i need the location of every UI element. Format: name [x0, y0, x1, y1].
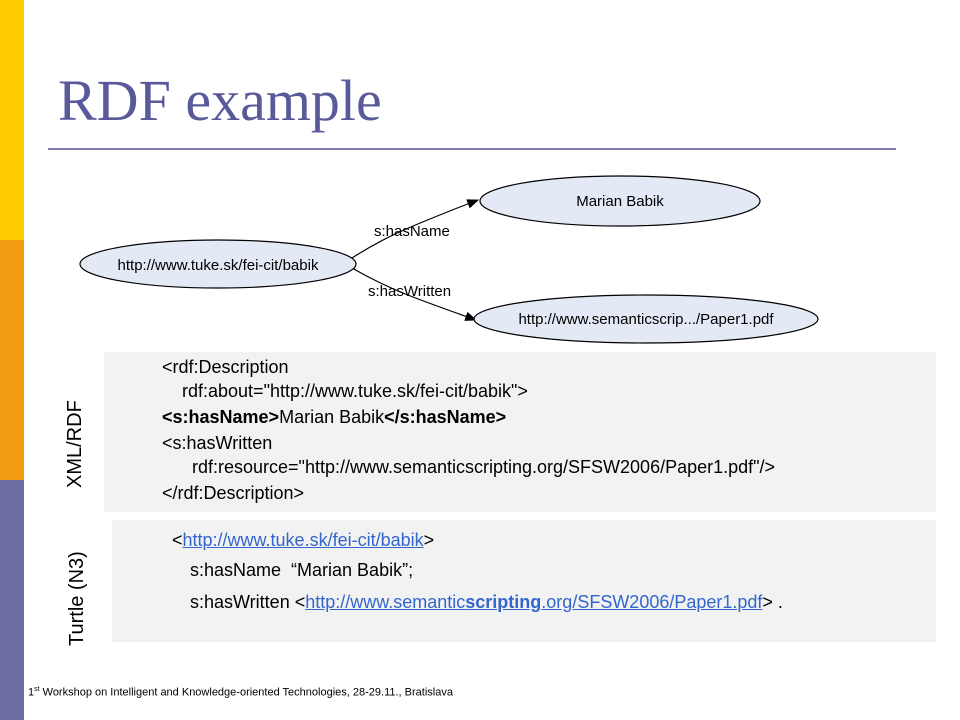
sidebar-yellow-block — [0, 0, 24, 240]
footer-number: 1 — [28, 686, 35, 699]
edge-has-written — [351, 267, 478, 321]
edge-has-name-label: s:hasName — [374, 223, 450, 240]
turtle-paper-link[interactable]: http://www.semanticscripting.org/SFSW200… — [305, 592, 762, 612]
xml-line-1: <rdf:Description — [162, 357, 289, 377]
turtle-panel — [112, 520, 936, 642]
turtle-subject-link[interactable]: http://www.tuke.sk/fei-cit/babik — [182, 530, 424, 550]
turtle-paper-link-part-1: http://www.semantic — [305, 592, 466, 612]
turtle-lt: < — [172, 530, 183, 550]
title-underline — [48, 148, 896, 150]
slide-title: RDF example — [58, 68, 382, 133]
turtle-paper-link-part-2: scripting — [465, 592, 542, 612]
edge-has-name — [351, 199, 480, 259]
paper-node — [473, 294, 819, 344]
xml-line-4: <s:hasWritten — [162, 433, 273, 453]
xml-rdf-label: XML/RDF — [64, 400, 86, 488]
turtle-line-1: <http://www.tuke.sk/fei-cit/babik> — [172, 528, 434, 552]
turtle-line-2: s:hasName “Marian Babik”; — [190, 560, 414, 580]
name-node-label: Marian Babik — [576, 193, 664, 210]
xml-line-5: rdf:resource="http://www.semanticscripti… — [192, 457, 776, 477]
xml-line-6: </rdf:Description> — [162, 483, 305, 503]
xml-hasname-close: </s:hasName> — [384, 407, 507, 427]
turtle-paper-link-part-3: .org/SFSW2006/Paper1.pdf — [541, 592, 763, 612]
footer-superscript: st — [34, 686, 40, 693]
turtle-line-3: s:hasWritten <http://www.semanticscripti… — [190, 590, 783, 614]
sidebar-stripe — [0, 0, 24, 720]
footer-text: 1st Workshop on Intelligent and Knowledg… — [28, 686, 453, 699]
edge-has-written-label: s:hasWritten — [368, 283, 451, 300]
turtle-gt: > — [423, 530, 435, 550]
turtle-label: Turtle (N3) — [66, 551, 88, 646]
xml-line-2: rdf:about="http://www.tuke.sk/fei-cit/ba… — [182, 381, 528, 401]
name-node — [479, 175, 761, 227]
xml-hasname-text: Marian Babik — [279, 407, 385, 427]
subject-node-label: http://www.tuke.sk/fei-cit/babik — [118, 257, 319, 274]
subject-node — [79, 239, 357, 289]
sidebar-orange-block — [0, 240, 24, 480]
sidebar-blue-block — [0, 480, 24, 720]
footer-rest: Workshop on Intelligent and Knowledge-or… — [39, 686, 453, 699]
xml-hasname-open: <s:hasName> — [162, 407, 280, 427]
turtle-line3-suffix: > . — [762, 592, 783, 612]
turtle-line3-prefix: s:hasWritten < — [190, 592, 306, 612]
xml-rdf-panel — [104, 352, 936, 512]
paper-node-label: http://www.semanticscrip.../Paper1.pdf — [518, 311, 774, 328]
xml-line-3: <s:hasName>Marian Babik</s:hasName> — [162, 405, 506, 429]
